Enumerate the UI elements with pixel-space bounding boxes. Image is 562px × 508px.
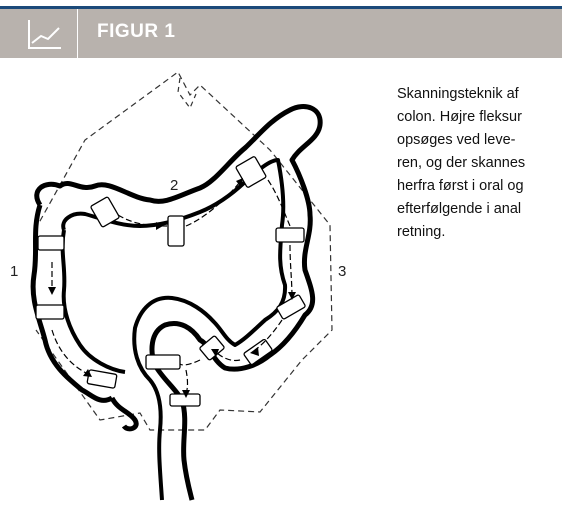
- line-chart-icon: [15, 12, 73, 56]
- caption-line: retning.: [397, 221, 557, 244]
- caption-line: Skanningsteknik af: [397, 83, 557, 106]
- colon-illustration: [0, 65, 375, 503]
- caption-line: opsøges ved leve-: [397, 129, 557, 152]
- caption-line: efterfølgende i anal: [397, 198, 557, 221]
- abdominal-outline-inner: [178, 78, 196, 108]
- figure-header: [0, 9, 562, 58]
- caption-line: ren, og der skannes: [397, 152, 557, 175]
- figure-title: FIGUR 1: [97, 21, 175, 43]
- caption-line: herfra først i oral og: [397, 175, 557, 198]
- figure-caption: Skanningsteknik af colon. Højre fleksur …: [397, 83, 557, 244]
- abdominal-outline: [35, 72, 332, 430]
- header-divider: [77, 9, 78, 58]
- section-label-3: 3: [338, 263, 346, 280]
- caption-line: colon. Højre fleksur: [397, 106, 557, 129]
- colon-diagram: 1 2 3: [0, 65, 375, 503]
- section-label-2: 2: [170, 177, 178, 194]
- section-label-1: 1: [10, 263, 18, 280]
- ascending-colon-inner: [63, 230, 125, 372]
- appendix: [112, 398, 136, 429]
